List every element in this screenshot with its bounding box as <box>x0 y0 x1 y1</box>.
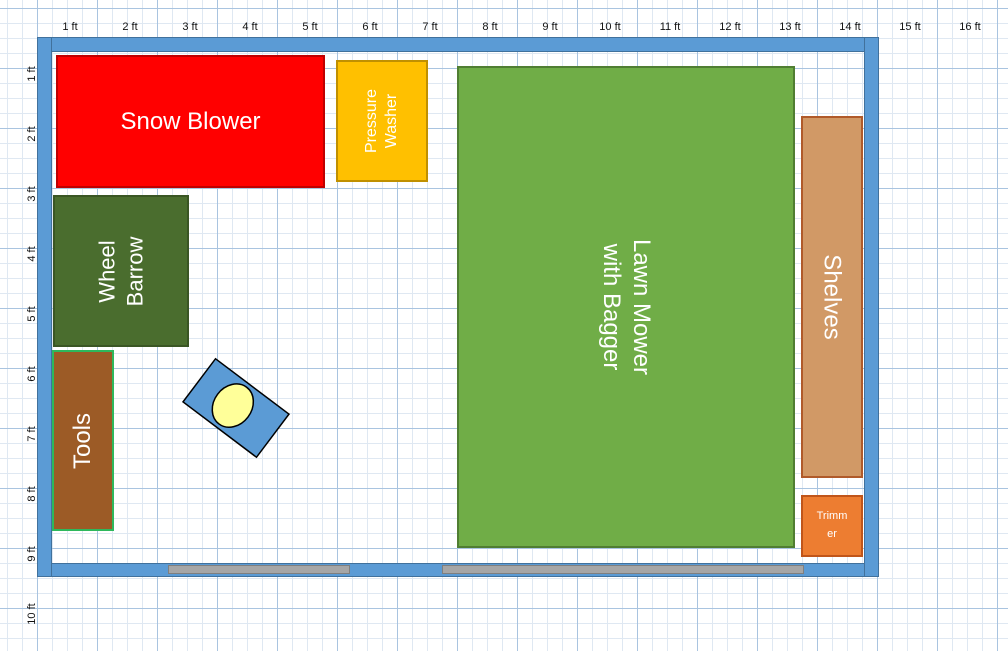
top-ruler: 1 ft 2 ft 3 ft 4 ft 5 ft 6 ft 7 ft 8 ft 9 ft 10 f… <box>0 0 1008 36</box>
wheel-barrow-label-line1: Wheel <box>94 239 120 303</box>
snow-blower-label: Snow Blower <box>120 107 261 135</box>
door-left <box>168 565 350 574</box>
pressure-washer-label-line2: Washer <box>383 93 400 149</box>
lawn-mower-label-line1: Lawn Mower <box>628 238 655 376</box>
shelves-label: Shelves <box>819 254 847 340</box>
ruler-top-label: 14 ft <box>839 21 861 33</box>
wheel-barrow[interactable]: Wheel Barrow <box>53 195 189 347</box>
ruler-top-label: 8 ft <box>482 21 498 33</box>
pressure-washer[interactable]: Pressure Washer <box>336 60 428 182</box>
lawn-mower[interactable]: Lawn Mower with Bagger <box>457 66 795 548</box>
shelves[interactable]: Shelves <box>801 116 863 478</box>
ruler-top-label: 15 ft <box>899 21 921 33</box>
ruler-top-label: 16 ft <box>959 21 981 33</box>
ruler-top-label: 10 ft <box>599 21 621 33</box>
ruler-top-label: 2 ft <box>122 21 138 33</box>
ruler-top-label: 4 ft <box>242 21 258 33</box>
wall-right <box>864 37 879 577</box>
rotated-object[interactable] <box>176 350 296 470</box>
rotated-object-circle <box>211 383 255 428</box>
ruler-top-label: 3 ft <box>182 21 198 33</box>
trimmer[interactable]: Trimm er <box>801 495 863 557</box>
ruler-left-label: 10 ft <box>26 603 38 625</box>
trimmer-label-line1: Trimm <box>816 510 848 523</box>
ruler-top-label: 1 ft <box>62 21 78 33</box>
tools-label: Tools <box>69 412 96 469</box>
lawn-mower-label-line2: with Bagger <box>598 243 625 371</box>
ruler-top-label: 11 ft <box>659 21 681 33</box>
trimmer-label-line2: er <box>827 528 837 540</box>
ruler-top-label: 12 ft <box>719 21 741 33</box>
wall-left <box>37 37 52 577</box>
snow-blower[interactable]: Snow Blower <box>56 55 325 188</box>
ruler-top-label: 6 ft <box>362 21 378 33</box>
ruler-top-label: 7 ft <box>422 21 438 33</box>
ruler-top-label: 13 ft <box>779 21 801 33</box>
ruler-top-label: 5 ft <box>302 21 318 33</box>
door-right <box>442 565 804 574</box>
ruler-top-label: 9 ft <box>542 21 558 33</box>
wall-top <box>37 37 879 52</box>
wheel-barrow-label-line2: Barrow <box>122 236 147 306</box>
pressure-washer-label-line1: Pressure <box>363 88 380 154</box>
tools[interactable]: Tools <box>52 350 114 531</box>
